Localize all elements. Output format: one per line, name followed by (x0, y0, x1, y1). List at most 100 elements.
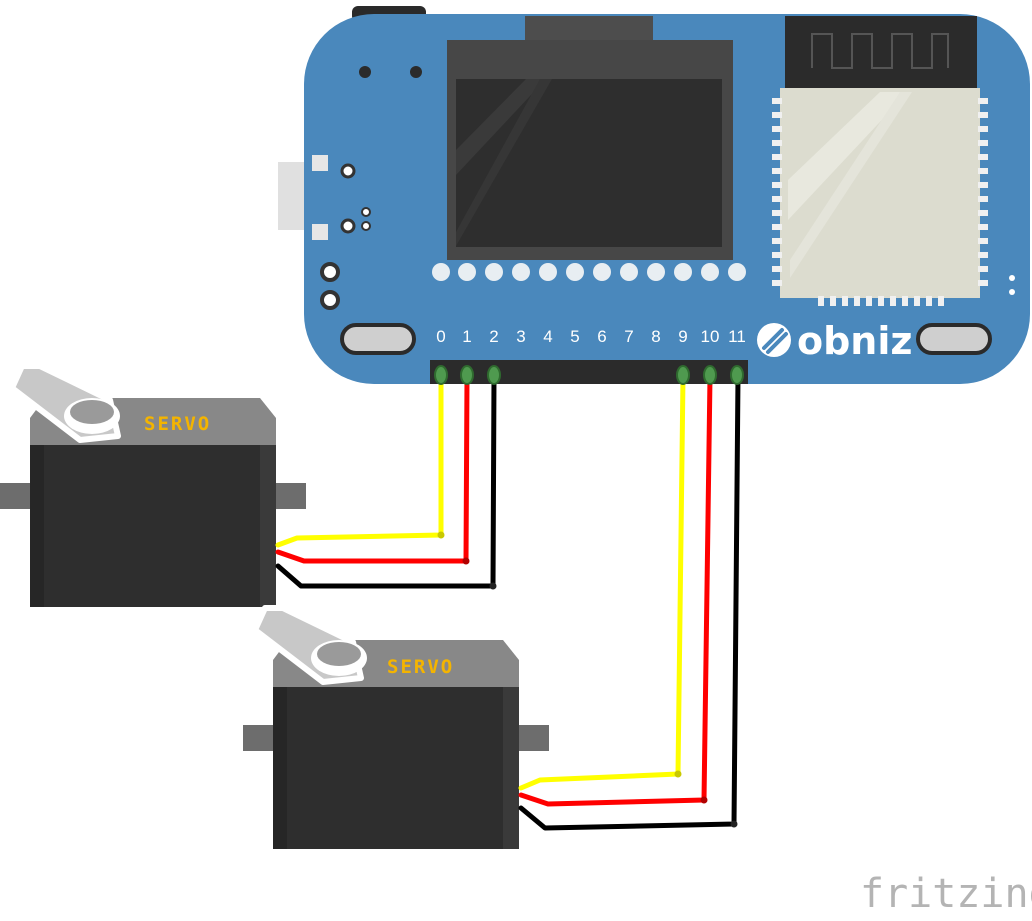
module-pin (978, 252, 988, 258)
pin-connector[interactable] (434, 365, 448, 385)
module-pin (772, 224, 782, 230)
module-glare (790, 92, 912, 278)
module-pin (772, 140, 782, 146)
board-via (1009, 289, 1015, 295)
module-pin (772, 238, 782, 244)
io-led-row (432, 263, 746, 281)
module-pin (866, 296, 872, 306)
io-led (620, 263, 638, 281)
usb-pad (312, 155, 328, 171)
io-led (485, 263, 503, 281)
wire-bend-point (462, 557, 470, 565)
mounting-slot-left (340, 323, 416, 355)
pin-connector[interactable] (676, 365, 690, 385)
pin-label: 8 (651, 327, 660, 346)
board-via (1009, 275, 1015, 281)
module-pin (978, 154, 988, 160)
module-pin (842, 296, 848, 306)
module-pin (978, 210, 988, 216)
board-via (361, 221, 371, 231)
pin-label: 4 (543, 327, 552, 346)
servo-body-shade (273, 687, 287, 849)
pin-connector[interactable] (487, 365, 501, 385)
pin-connector[interactable] (460, 365, 474, 385)
servo-1: SERVO (0, 363, 306, 607)
wire-endpoints (437, 531, 738, 828)
wire-bend-point (700, 796, 708, 804)
wire-bend-point (437, 531, 445, 539)
pin-connector[interactable] (703, 365, 717, 385)
mounting-slot-right (916, 323, 992, 355)
antenna-trace (811, 33, 949, 69)
wire-signal (518, 374, 686, 791)
module-pin (978, 182, 988, 188)
module-pin (772, 210, 782, 216)
pin-label: 5 (570, 327, 579, 346)
pin-connector[interactable] (730, 365, 744, 385)
wire-bend-point (730, 820, 738, 828)
io-led (512, 263, 530, 281)
module-pin (830, 296, 836, 306)
board-via (340, 163, 356, 179)
module-pin (978, 112, 988, 118)
wires (275, 374, 741, 831)
servo-horn (252, 605, 367, 685)
wire-ground (275, 374, 497, 589)
module-pin (772, 112, 782, 118)
module-pin (926, 296, 932, 306)
obniz-logo: obniz (757, 319, 913, 363)
servo-body-side (260, 445, 276, 607)
io-led (728, 263, 746, 281)
pin-label: 11 (728, 327, 746, 346)
module-pin (978, 196, 988, 202)
module-pin (772, 196, 782, 202)
pin-label: 0 (436, 327, 445, 346)
board-hole (410, 66, 422, 78)
module-glare (788, 92, 908, 220)
servo-body (30, 445, 276, 607)
pin-label: 2 (489, 327, 498, 346)
obniz-logo-mark (762, 328, 788, 354)
module-pin (772, 168, 782, 174)
module-pin (978, 224, 988, 230)
brand-name: obniz (797, 319, 913, 363)
wire-bend-point (489, 582, 497, 590)
module-pin (978, 98, 988, 104)
display-glare (456, 79, 546, 175)
module-pin (978, 126, 988, 132)
io-led (458, 263, 476, 281)
usb-pad (312, 224, 328, 240)
module-pin (914, 296, 920, 306)
module-pin (772, 280, 782, 286)
pin-label: 10 (701, 327, 720, 346)
pin-label: 6 (597, 327, 606, 346)
module-pin (818, 296, 824, 306)
wire-bend-point (674, 770, 682, 778)
power-led (320, 262, 340, 282)
board-via (340, 218, 356, 234)
io-led (674, 263, 692, 281)
io-led (539, 263, 557, 281)
servo-body (273, 687, 519, 849)
module-pin (978, 140, 988, 146)
display-glare (456, 79, 552, 246)
module-pin (772, 154, 782, 160)
module-pin (772, 98, 782, 104)
servo-label: SERVO (387, 656, 454, 678)
module-pin (890, 296, 896, 306)
pin-label: 9 (678, 327, 687, 346)
servo-body-side (503, 687, 519, 849)
wire-ground (518, 374, 741, 831)
module-pin (978, 266, 988, 272)
pin-header (430, 360, 748, 384)
pin-connectors (434, 365, 744, 385)
module-pins (772, 98, 1015, 306)
wire-power (518, 374, 713, 807)
wifi-antenna (785, 16, 977, 90)
pin-label: 3 (516, 327, 525, 346)
board-via (361, 207, 371, 217)
switch-button (320, 290, 340, 310)
